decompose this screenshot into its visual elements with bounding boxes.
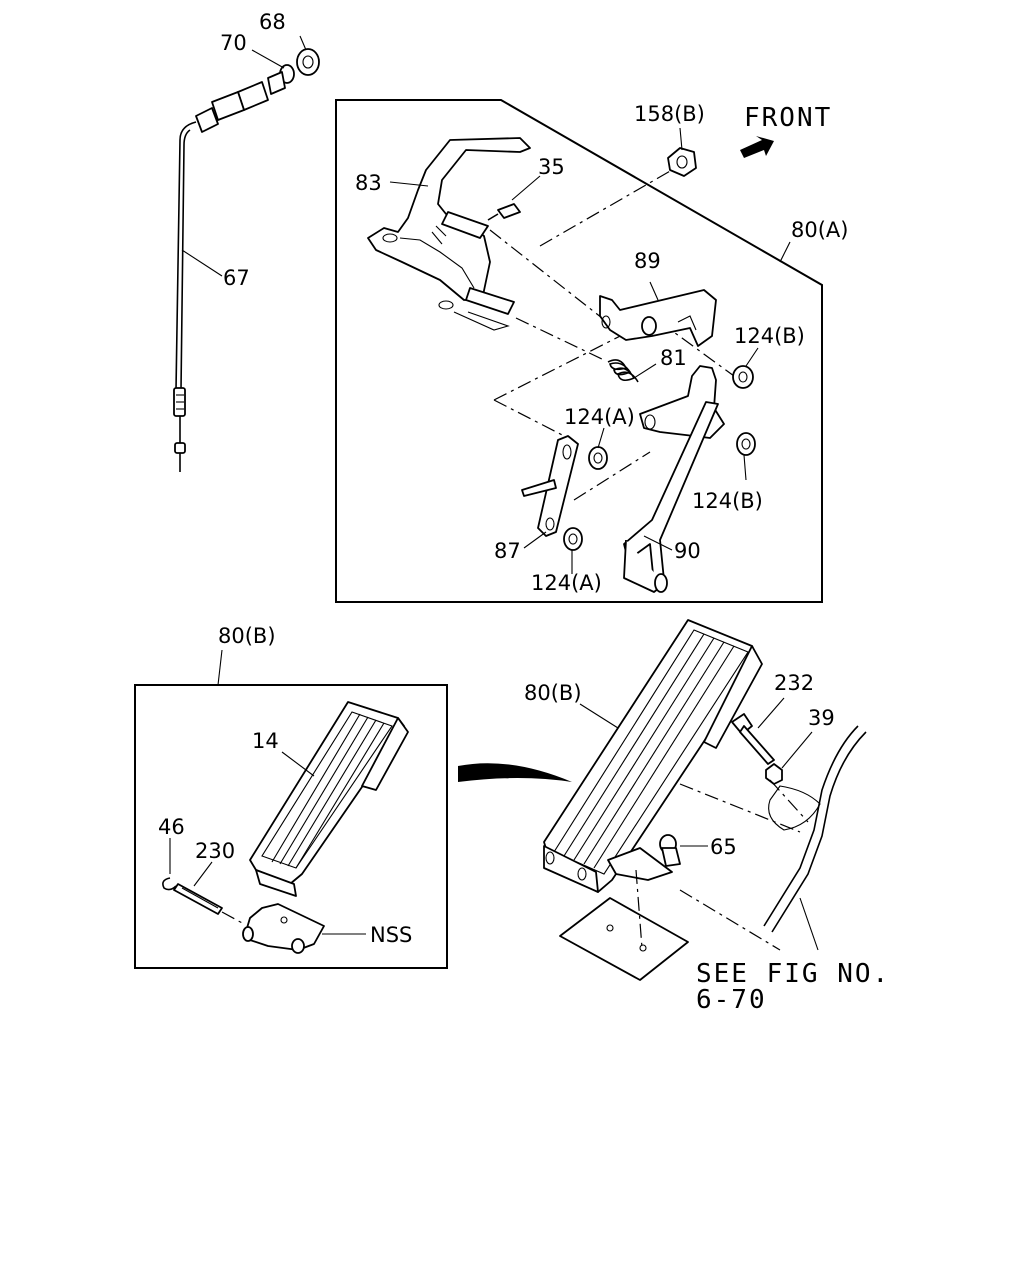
pedal-pad-14 (249, 701, 409, 897)
callout-89: 89 (634, 249, 661, 273)
accelerator-cable-67 (173, 48, 320, 472)
assembly-80a-frame (335, 99, 823, 603)
callout-14: 14 (252, 729, 279, 753)
washer-124b-low (736, 432, 756, 456)
callout-230: 230 (195, 839, 235, 863)
assembly-80b-frame (134, 684, 448, 969)
callout-68: 68 (259, 10, 286, 34)
callout-83: 83 (355, 171, 382, 195)
callout-80b-main: 80(B) (524, 681, 582, 705)
callout-80b-box: 80(B) (218, 624, 276, 648)
floor-panel (559, 869, 689, 981)
pin-230 (173, 883, 223, 915)
nut-39 (765, 763, 783, 785)
pedal-assembly-80b (543, 619, 763, 893)
body-panel-reference (679, 725, 867, 951)
callout-81: 81 (660, 346, 687, 370)
washer-124b-top (732, 365, 754, 389)
nut-158b (667, 147, 697, 177)
link-87 (521, 435, 579, 537)
callout-232: 232 (774, 671, 814, 695)
callout-90: 90 (674, 539, 701, 563)
nut-68 (296, 48, 320, 76)
front-label: FRONT (744, 103, 832, 133)
callout-65: 65 (710, 835, 737, 859)
bolt-232 (731, 713, 775, 765)
lever-89 (599, 289, 717, 347)
callout-46: 46 (158, 815, 185, 839)
callout-124b-low: 124(B) (692, 489, 763, 513)
callout-87: 87 (494, 539, 521, 563)
see-fig-label-line1: SEE FIG NO. (696, 959, 890, 989)
callout-124b-top: 124(B) (734, 324, 805, 348)
bolt-65 (659, 834, 681, 867)
callout-nss: NSS (370, 923, 412, 947)
callout-124a-low: 124(A) (531, 571, 602, 595)
front-arrow-icon (740, 136, 774, 158)
washer-124a-low (563, 527, 583, 551)
spring-81 (607, 359, 639, 383)
pedal-arm-90 (623, 365, 725, 593)
pointer-arrow-icon (458, 763, 572, 782)
callout-158b: 158(B) (634, 102, 705, 126)
clip-46 (162, 877, 177, 891)
pin-35 (487, 203, 521, 221)
callout-80a: 80(A) (791, 218, 848, 242)
callout-35: 35 (538, 155, 565, 179)
callout-124a-mid: 124(A) (564, 405, 635, 429)
bracket-nss (242, 903, 325, 954)
see-fig-label-line2: 6-70 (696, 985, 767, 1015)
callout-39: 39 (808, 706, 835, 730)
callout-70: 70 (220, 31, 247, 55)
callout-67: 67 (223, 266, 250, 290)
washer-124a-mid (588, 446, 608, 470)
